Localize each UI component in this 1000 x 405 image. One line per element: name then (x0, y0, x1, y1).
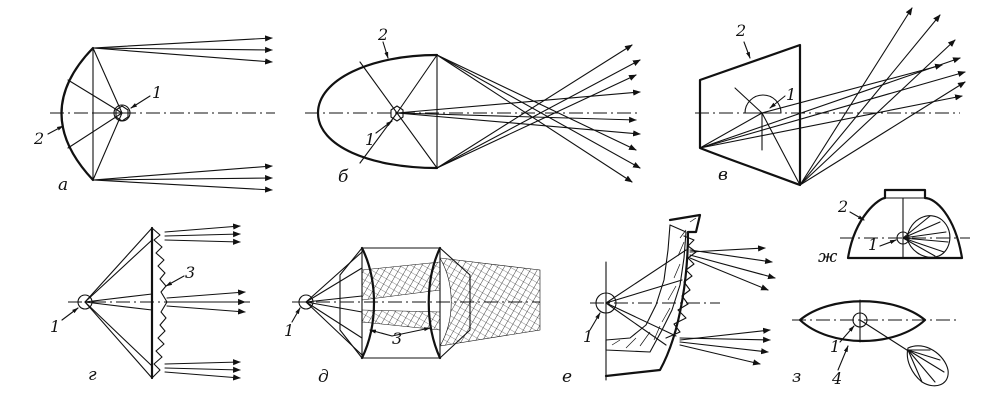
lens-3a-d (360, 246, 376, 360)
label-2-v: 2 (735, 21, 746, 40)
lens-3b-d (427, 246, 442, 360)
panel-d: 3 1 д (284, 246, 541, 387)
panel-letter-v: в (718, 165, 728, 185)
panel-a: 1 2 а (33, 35, 275, 195)
panel-letter-z: з (792, 367, 801, 387)
label-2-b: 2 (377, 25, 388, 44)
lamp-1-z (852, 312, 868, 328)
label-1-g: 1 (50, 317, 60, 336)
lamp-1-v (744, 94, 782, 114)
panel-z: 1 4 з (792, 299, 960, 388)
reflector-2-a (60, 46, 95, 182)
panel-v: 2 1 в (695, 7, 966, 187)
lamp-1-g (77, 294, 93, 310)
panel-letter-a: а (58, 175, 68, 195)
reflector-2-b (316, 53, 439, 170)
label-1-zh: 1 (868, 235, 878, 254)
panel-letter-e: е (562, 367, 572, 387)
luminaire-4-z (798, 300, 927, 342)
lamp-1-d (298, 294, 314, 310)
label-3-d: 3 (392, 329, 402, 348)
label-2-zh: 2 (837, 197, 848, 216)
panel-b: 2 1 б (305, 25, 641, 187)
panel-e: 1 е (562, 213, 776, 387)
lamp-1-b (390, 105, 404, 122)
dome-reflector-2-zh (846, 188, 964, 260)
label-1-a: 1 (152, 83, 162, 102)
lamp-1-e (595, 292, 617, 314)
label-2-a: 2 (33, 129, 44, 148)
panel-letter-d: д (318, 367, 329, 387)
intensity-curve-z (906, 345, 949, 387)
label-1-d: 1 (284, 321, 294, 340)
reflector-e (604, 213, 702, 378)
label-1-e: 1 (583, 327, 593, 346)
label-3-g: 3 (185, 263, 195, 282)
label-1-z: 1 (830, 337, 840, 356)
label-1-v: 1 (786, 85, 796, 104)
label-1-b: 1 (365, 130, 375, 149)
panel-letter-b: б (338, 167, 349, 187)
intensity-curve-zh (906, 215, 951, 258)
panel-letter-zh: ж (818, 247, 838, 267)
reflector-2-v (698, 43, 802, 187)
panel-zh: 2 1 ж (818, 188, 970, 267)
panel-g: 3 1 г (50, 223, 250, 385)
label-4-z: 4 (831, 369, 842, 388)
panel-letter-g: г (88, 365, 97, 385)
